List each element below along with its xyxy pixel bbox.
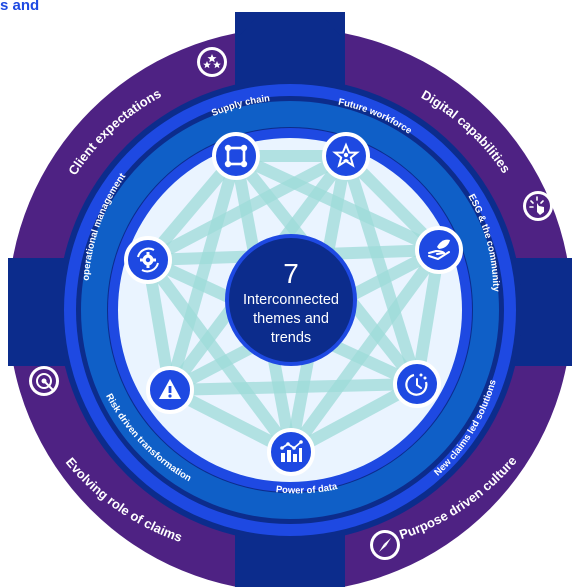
chart-icon: [267, 428, 315, 476]
clock-check-icon: [393, 360, 441, 408]
center-number: 7: [283, 258, 299, 289]
connection-line: [169, 378, 418, 396]
warning-icon: [146, 366, 194, 414]
connection-line: [286, 246, 444, 456]
network-icon: [212, 132, 260, 180]
connection-line: [340, 154, 423, 386]
center-circle: [225, 234, 357, 366]
compass-icon: [370, 530, 400, 560]
center-line-2: themes and: [253, 311, 329, 327]
center-line-1: Interconnected: [243, 292, 339, 308]
connection-line: [143, 256, 296, 456]
gear-cycle-icon: [124, 236, 172, 284]
connection-line: [164, 154, 242, 392]
touch-icon: [523, 191, 553, 221]
page-heading-fragment: s and: [0, 0, 40, 14]
connection-line: [145, 150, 349, 266]
star-person-icon: [322, 132, 370, 180]
stars-icon: [197, 47, 227, 77]
top-notch: [235, 12, 345, 40]
hand-leaf-icon: [415, 226, 463, 274]
theme-track-ring: [81, 101, 499, 519]
center-line-3: trends: [271, 330, 311, 346]
target-icon: [29, 366, 59, 396]
